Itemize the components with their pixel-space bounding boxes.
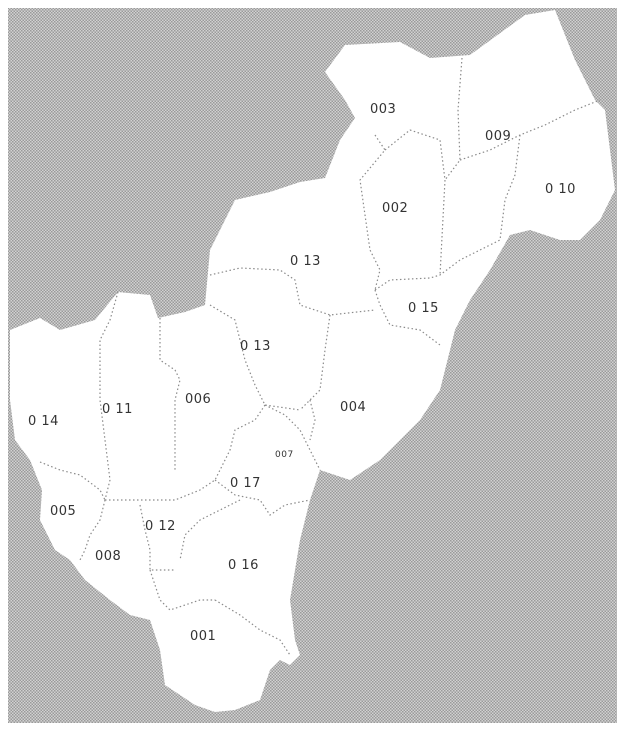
region-label-017: 0 17 — [230, 476, 261, 491]
district-border — [209, 267, 376, 316]
region-label-005: 005 — [50, 504, 76, 519]
district-border — [359, 134, 386, 291]
region-label-013-central: 0 13 — [240, 339, 271, 354]
region-label-014: 0 14 — [28, 414, 59, 429]
district-border — [139, 504, 175, 571]
region-label-006: 006 — [185, 392, 211, 407]
district-border — [209, 304, 301, 411]
land-area — [10, 10, 615, 712]
region-label-013-north: 0 13 — [290, 254, 321, 269]
region-label-012: 0 12 — [145, 519, 176, 534]
district-border — [374, 289, 441, 346]
region-label-007: 007 — [275, 450, 294, 460]
district-border — [179, 499, 241, 561]
region-label-011: 0 11 — [102, 402, 133, 417]
region-label-015: 0 15 — [408, 301, 439, 316]
district-border — [264, 404, 321, 471]
region-label-016: 0 16 — [228, 558, 259, 573]
region-label-002: 002 — [382, 201, 408, 216]
district-border — [309, 399, 316, 441]
region-label-001: 001 — [190, 629, 216, 644]
district-border — [384, 129, 446, 276]
district-border — [99, 291, 119, 501]
district-border — [444, 57, 463, 181]
region-label-010: 0 10 — [545, 182, 576, 197]
district-border — [105, 479, 216, 501]
region-label-008: 008 — [95, 549, 121, 564]
district-border — [214, 479, 311, 516]
region-label-004: 004 — [340, 400, 366, 415]
region-label-003: 003 — [370, 102, 396, 117]
district-border — [214, 404, 266, 481]
region-label-009: 009 — [485, 129, 511, 144]
district-border — [149, 569, 215, 611]
